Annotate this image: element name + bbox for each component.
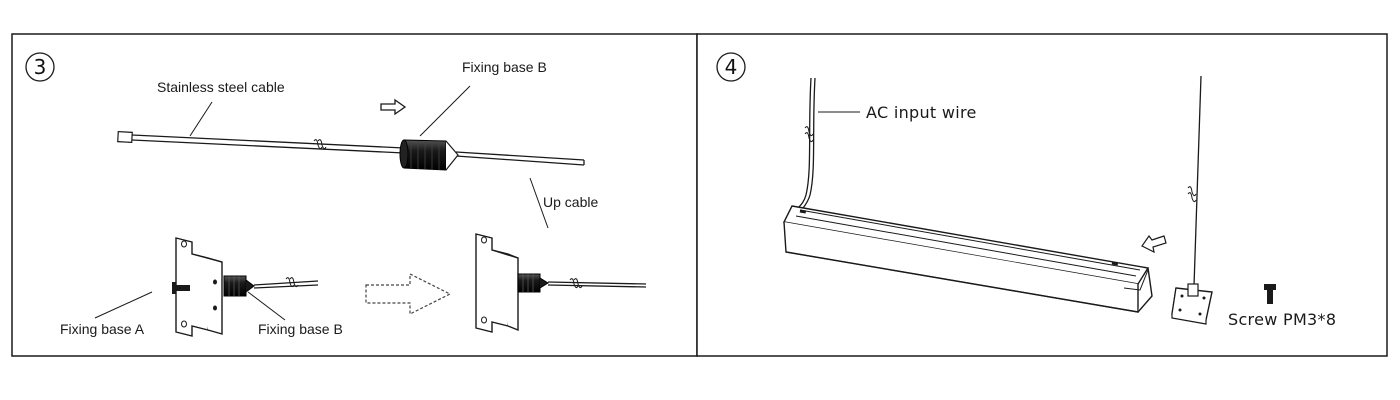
step-4-number: 4 bbox=[725, 55, 738, 79]
screw-icon bbox=[1264, 284, 1276, 304]
leader-fixing-base-a bbox=[94, 291, 153, 319]
panel-3-frame bbox=[11, 33, 698, 357]
transition-arrow-icon bbox=[365, 273, 452, 315]
leader-up-cable bbox=[529, 177, 549, 229]
suspension-cable bbox=[1187, 75, 1202, 287]
mounting-plate bbox=[1171, 283, 1213, 325]
direction-arrow-right-icon bbox=[380, 98, 407, 116]
label-ac-input-wire: AC input wire bbox=[866, 103, 977, 122]
label-up-cable: Up cable bbox=[543, 194, 598, 210]
panel-step-4: 4 AC input wire bbox=[696, 33, 1388, 357]
leader-stainless-cable bbox=[189, 101, 213, 137]
leader-fixing-base-b-bottom bbox=[247, 291, 286, 321]
stainless-steel-cable bbox=[117, 131, 585, 166]
panel-step-3: 3 Stainless steel cable Fixing base B bbox=[11, 33, 698, 357]
fixing-base-b-cylinder bbox=[399, 139, 459, 171]
step-4-badge: 4 bbox=[716, 52, 746, 82]
panel-4-frame bbox=[696, 33, 1388, 357]
label-fixing-base-b-top: Fixing base B bbox=[462, 59, 547, 75]
step-3-badge: 3 bbox=[25, 52, 55, 82]
label-screw: Screw PM3*8 bbox=[1228, 310, 1336, 329]
step-3-number: 3 bbox=[34, 55, 47, 79]
bracket-assembly-left bbox=[172, 237, 319, 337]
label-fixing-base-b-bottom: Fixing base B bbox=[258, 321, 343, 337]
leader-fixing-base-b-top bbox=[419, 85, 471, 137]
label-stainless-steel-cable: Stainless steel cable bbox=[157, 79, 285, 95]
label-fixing-base-a: Fixing base A bbox=[60, 321, 145, 337]
bracket-assembly-right bbox=[475, 233, 647, 333]
light-fixture bbox=[782, 205, 1153, 313]
direction-arrow-left-icon bbox=[1141, 234, 1167, 254]
